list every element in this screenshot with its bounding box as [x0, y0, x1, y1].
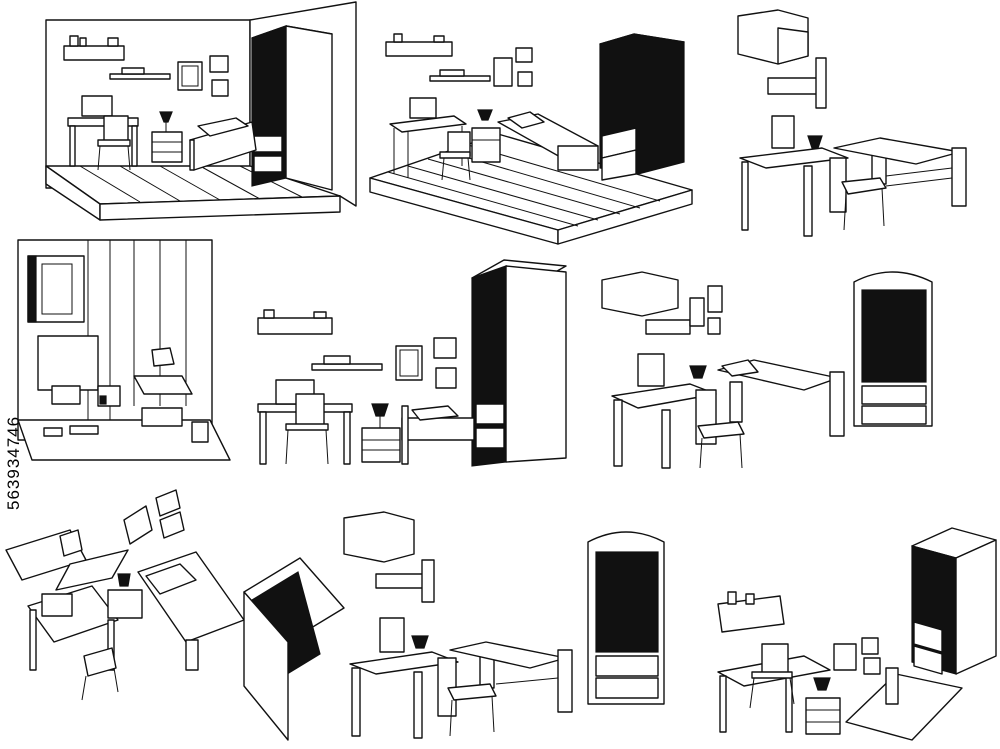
nightstand-icon [107, 573, 143, 619]
chair-icon [97, 115, 131, 171]
bed-icon [401, 405, 475, 465]
bed-icon [845, 667, 963, 741]
furniture-set-with-wardrobe [598, 262, 938, 476]
desk-icon [349, 617, 459, 739]
chair-icon [697, 381, 745, 469]
chair-icon [749, 643, 795, 709]
monitor-icon [41, 593, 73, 617]
chair-icon [439, 131, 471, 181]
room-furniture-front [250, 256, 580, 470]
lamp-icon [477, 109, 493, 121]
lamp-icon [371, 403, 389, 417]
wall-shelf-icon [343, 511, 435, 603]
wardrobe-icon [251, 25, 333, 191]
lamp-icon [689, 365, 707, 379]
wardrobe-icon [27, 255, 85, 323]
picture-frame-icon [493, 47, 533, 87]
room-wall-cutaway [14, 236, 234, 466]
bed-icon [137, 551, 245, 671]
wall-shelf-icon [601, 271, 723, 335]
wall-shelf-icon [5, 529, 87, 581]
room-furniture-isometric [0, 489, 350, 746]
bed-icon [497, 111, 599, 171]
picture-frame-icon [123, 489, 185, 545]
wardrobe-icon [853, 271, 933, 427]
wall-shelf-icon [257, 309, 383, 371]
wardrobe-icon [911, 527, 997, 675]
wall-shelf-icon [717, 591, 785, 633]
monitor-icon [379, 617, 405, 653]
monitor-icon [637, 353, 665, 387]
bed-icon [449, 641, 573, 713]
wardrobe-icon [599, 33, 685, 181]
desk-icon [739, 115, 849, 237]
furniture-set-floating [730, 8, 1000, 240]
nightstand-icon [361, 403, 401, 463]
wardrobe-icon [243, 557, 345, 741]
bed-icon [189, 117, 257, 171]
picture-frame-icon [833, 637, 881, 675]
lamp-icon [411, 635, 429, 649]
bed-icon [717, 359, 845, 437]
chair-icon [81, 647, 119, 701]
lamp-icon [159, 111, 173, 123]
wall-shelf-icon [385, 33, 491, 82]
monitor-icon [771, 115, 795, 149]
wall-shelf-icon [63, 35, 171, 80]
picture-frame-icon [395, 337, 457, 389]
nightstand-icon [151, 111, 183, 163]
room-diorama-front [40, 0, 360, 222]
chair-icon [285, 393, 329, 465]
furniture-set-tall-wardrobe [340, 511, 670, 744]
chair-icon [133, 347, 193, 395]
wardrobe-icon [587, 531, 665, 705]
monitor-icon [409, 97, 437, 119]
monitor-icon [81, 95, 113, 117]
desk-icon [611, 353, 717, 469]
desk-icon [27, 585, 119, 671]
lamp-icon [813, 677, 831, 691]
wardrobe-icon [471, 259, 567, 467]
furniture-set-scattered [700, 526, 1000, 746]
desk-icon [67, 95, 139, 167]
nightstand-icon [471, 109, 501, 163]
bed-icon [833, 137, 967, 207]
chair-icon [447, 645, 497, 737]
wall-shelf-icon [737, 9, 827, 109]
picture-frame-icon [177, 55, 229, 97]
nightstand-icon [805, 677, 841, 735]
room-platform-perspective [368, 28, 698, 248]
lamp-icon [807, 135, 823, 149]
lamp-icon [117, 573, 131, 587]
